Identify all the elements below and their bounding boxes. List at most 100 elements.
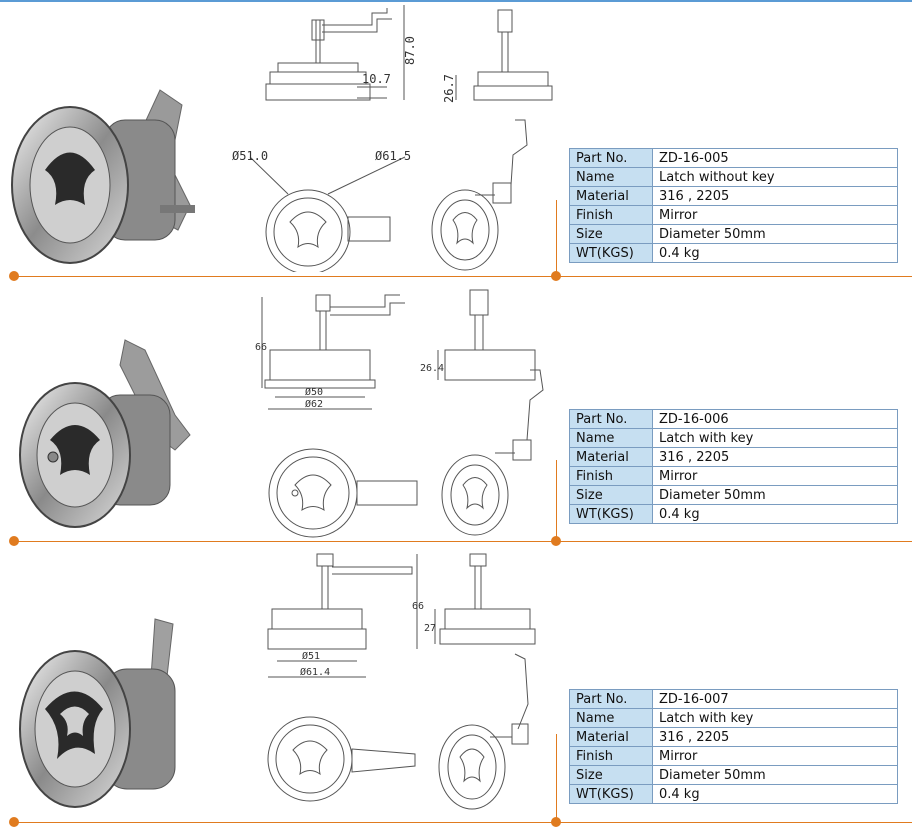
spec-label: Material <box>569 186 653 206</box>
spec-row: WT(KGS)0.4 kg <box>569 243 898 263</box>
spec-label: WT(KGS) <box>569 243 653 263</box>
dim-flange-1: 10.7 <box>362 72 391 86</box>
spec-value: 316 , 2205 <box>652 727 898 747</box>
product-photo-3 <box>19 618 176 808</box>
spec-value: Mirror <box>652 466 898 486</box>
spec-label: Name <box>569 708 653 728</box>
top-rule <box>0 0 912 2</box>
spec-row: WT(KGS)0.4 kg <box>569 504 898 524</box>
divider-dot-left-1 <box>9 271 19 281</box>
spec-label: Name <box>569 167 653 187</box>
spec-row: Part No.ZD-16-006 <box>569 409 898 429</box>
spec-label: Finish <box>569 746 653 766</box>
drawing-iso-3 <box>438 653 529 810</box>
product-section-2: 66 Ø50 Ø62 26.4 Part <box>0 280 912 546</box>
product-section-3: 66 Ø51 Ø61.4 27 Part <box>0 544 912 828</box>
spec-value: 0.4 kg <box>652 243 898 263</box>
spec-label: WT(KGS) <box>569 504 653 524</box>
spec-value: Latch with key <box>652 428 898 448</box>
divider-horizontal-2 <box>14 541 912 542</box>
product-photo-1 <box>11 89 195 264</box>
product-photo-2 <box>19 339 191 528</box>
dim-inner-dia-2: Ø50 <box>305 386 323 398</box>
divider-dot-right-2 <box>551 536 561 546</box>
spec-label: Finish <box>569 466 653 486</box>
spec-value: Latch without key <box>652 167 898 187</box>
drawing-iso-2 <box>441 369 544 536</box>
dim-inner-dia-3: Ø51 <box>302 650 320 662</box>
divider-horizontal-3 <box>14 822 912 823</box>
spec-label: Part No. <box>569 148 653 168</box>
dim-outer-dia-3: Ø61.4 <box>300 666 330 678</box>
dim-height-1: 87.0 <box>403 36 417 65</box>
spec-label: Material <box>569 447 653 467</box>
divider-dot-left-2 <box>9 536 19 546</box>
spec-value: Diameter 50mm <box>652 765 898 785</box>
divider-vertical-2 <box>556 460 557 541</box>
drawing-side-2: 26.4 <box>420 289 536 381</box>
dim-inner-dia-1: Ø51.0 <box>232 149 268 163</box>
dim-outer-dia-2: Ø62 <box>305 398 323 410</box>
spec-value: ZD-16-005 <box>652 148 898 168</box>
drawing-front-1: 10.7 87.0 <box>265 5 417 101</box>
product-section-1: 10.7 87.0 26.7 Ø51.0 Ø61.5 <box>0 0 912 281</box>
drawing-side-1: 26.7 <box>442 9 553 103</box>
spec-value: Mirror <box>652 746 898 766</box>
dim-height-2: 66 <box>255 342 267 353</box>
spec-value: Mirror <box>652 205 898 225</box>
divider-horizontal-1 <box>14 276 912 277</box>
spec-row: Part No.ZD-16-005 <box>569 148 898 168</box>
drawing-front-3: 66 Ø51 Ø61.4 <box>267 553 424 678</box>
dim-side-height-1: 26.7 <box>442 74 456 103</box>
dim-height-3: 66 <box>412 601 424 612</box>
spec-label: Size <box>569 224 653 244</box>
spec-value: Diameter 50mm <box>652 224 898 244</box>
spec-value: 316 , 2205 <box>652 447 898 467</box>
dim-side-height-2: 26.4 <box>420 363 444 374</box>
spec-label: Finish <box>569 205 653 225</box>
divider-dot-right-1 <box>551 271 561 281</box>
spec-label: WT(KGS) <box>569 784 653 804</box>
spec-value: 316 , 2205 <box>652 186 898 206</box>
spec-value: 0.4 kg <box>652 504 898 524</box>
spec-label: Material <box>569 727 653 747</box>
divider-vertical-3 <box>556 734 557 822</box>
spec-label: Name <box>569 428 653 448</box>
spec-value: ZD-16-006 <box>652 409 898 429</box>
drawing-iso-1 <box>431 119 528 271</box>
drawing-side-3: 27 <box>424 553 536 645</box>
spec-value: Latch with key <box>652 708 898 728</box>
spec-value: ZD-16-007 <box>652 689 898 709</box>
dim-side-height-3: 27 <box>424 623 436 634</box>
drawing-top-1: Ø51.0 Ø61.5 <box>232 149 411 272</box>
spec-row: WT(KGS)0.4 kg <box>569 784 898 804</box>
dim-outer-dia-1: Ø61.5 <box>375 149 411 163</box>
divider-dot-left-3 <box>9 817 19 827</box>
spec-value: 0.4 kg <box>652 784 898 804</box>
spec-label: Part No. <box>569 689 653 709</box>
drawing-top-2 <box>268 448 418 538</box>
divider-vertical-1 <box>556 200 557 276</box>
spec-value: Diameter 50mm <box>652 485 898 505</box>
drawing-top-3 <box>267 716 416 802</box>
spec-label: Size <box>569 485 653 505</box>
drawing-front-2: 66 Ø50 Ø62 <box>255 294 405 410</box>
spec-label: Part No. <box>569 409 653 429</box>
divider-dot-right-3 <box>551 817 561 827</box>
spec-row: Part No.ZD-16-007 <box>569 689 898 709</box>
